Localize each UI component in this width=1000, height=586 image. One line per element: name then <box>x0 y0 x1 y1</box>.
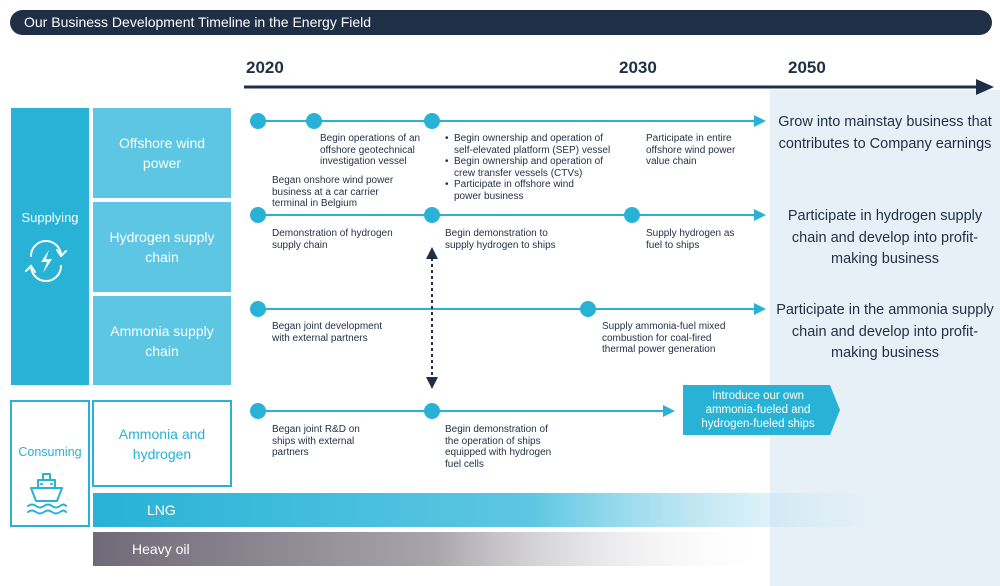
milestone-nh3-mixed: Supply ammonia-fuel mixed combustion for… <box>602 321 726 355</box>
row-label-offshore-wind: Offshore wind power <box>118 135 206 171</box>
milestone-nh3-joint: Began joint development with external pa… <box>272 321 383 344</box>
milestone-ah-rd: Began joint R&D on ships with external p… <box>272 424 360 458</box>
row-label-ammonia: Ammonia supply chain <box>110 322 214 359</box>
row-label-hydrogen: Hydrogen supply chain <box>109 229 215 265</box>
milestone-wind-bullets: Begin ownership and operation of self-el… <box>445 133 618 202</box>
consuming-label: Consuming <box>18 445 82 459</box>
page-title: Our Business Development Timeline in the… <box>24 14 372 30</box>
milestone-dot <box>424 113 440 129</box>
row-box-ammonia-hydrogen <box>92 400 232 487</box>
supplying-label: Supplying <box>21 210 79 225</box>
bullet-item: Begin ownership and operation of crew tr… <box>445 156 618 179</box>
connector-arrow-up <box>426 247 438 259</box>
milestone-wind-geotech: Begin operations of an offshore geotechn… <box>320 133 421 167</box>
year-2050: 2050 <box>788 58 826 77</box>
renewable-energy-icon <box>25 240 67 282</box>
milestone-dot <box>580 301 596 317</box>
lng-label: LNG <box>147 502 176 518</box>
milestone-wind-value-chain: Participate in entire offshore wind powe… <box>646 133 736 167</box>
goal-hydrogen: Participate in hydrogen supply chain and… <box>787 208 983 267</box>
milestone-h2-fuel: Supply hydrogen as fuel to ships <box>646 228 735 251</box>
year-2030: 2030 <box>619 58 657 77</box>
bullet-item: Begin ownership and operation of self-el… <box>445 133 618 156</box>
bullet-item: Participate in offshore wind power busin… <box>445 179 618 202</box>
milestone-h2-demo: Demonstration of hydrogen supply chain <box>272 228 393 251</box>
hydrogen-arrowhead <box>754 209 766 221</box>
goal-offshore-wind: Grow into mainstay business that contrib… <box>778 114 992 152</box>
lng-bar <box>93 493 893 527</box>
time-axis-arrowhead <box>976 79 994 95</box>
ship-icon <box>27 473 67 515</box>
row-box-offshore-wind <box>93 108 231 198</box>
title-bar <box>10 10 992 35</box>
consuming-group-box <box>10 400 90 527</box>
connector-arrow-down <box>426 377 438 389</box>
milestone-dot <box>424 207 440 223</box>
milestone-dot <box>306 113 322 129</box>
heavy-oil-bar <box>93 532 773 566</box>
milestone-ah-fuelcells: Begin demonstration of the operation of … <box>445 424 552 470</box>
milestone-dot <box>250 113 266 129</box>
year-2020: 2020 <box>246 58 284 77</box>
ammonia-arrowhead <box>754 303 766 315</box>
row-box-hydrogen <box>93 202 231 292</box>
milestone-dot <box>624 207 640 223</box>
offshore-wind-arrowhead <box>754 115 766 127</box>
ammonia-hydrogen-arrowhead <box>663 405 675 417</box>
milestone-h2-ships: Begin demonstration to supply hydrogen t… <box>445 228 556 251</box>
milestone-dot <box>250 301 266 317</box>
heavy-oil-label: Heavy oil <box>132 541 190 557</box>
milestone-dot <box>250 403 266 419</box>
milestone-dot <box>424 403 440 419</box>
own-ships-arrow-box <box>683 385 840 435</box>
goal-ammonia: Participate in the ammonia supply chain … <box>776 302 994 361</box>
row-label-ammonia-hydrogen: Ammonia and hydrogen <box>118 425 206 462</box>
milestone-wind-belgium: Began onshore wind power business at a c… <box>272 175 394 209</box>
supplying-group-box <box>11 108 89 385</box>
milestone-ah-own-ships: Introduce our own ammonia-fueled and hyd… <box>701 390 815 430</box>
milestone-dot <box>250 207 266 223</box>
row-box-ammonia <box>93 296 231 385</box>
